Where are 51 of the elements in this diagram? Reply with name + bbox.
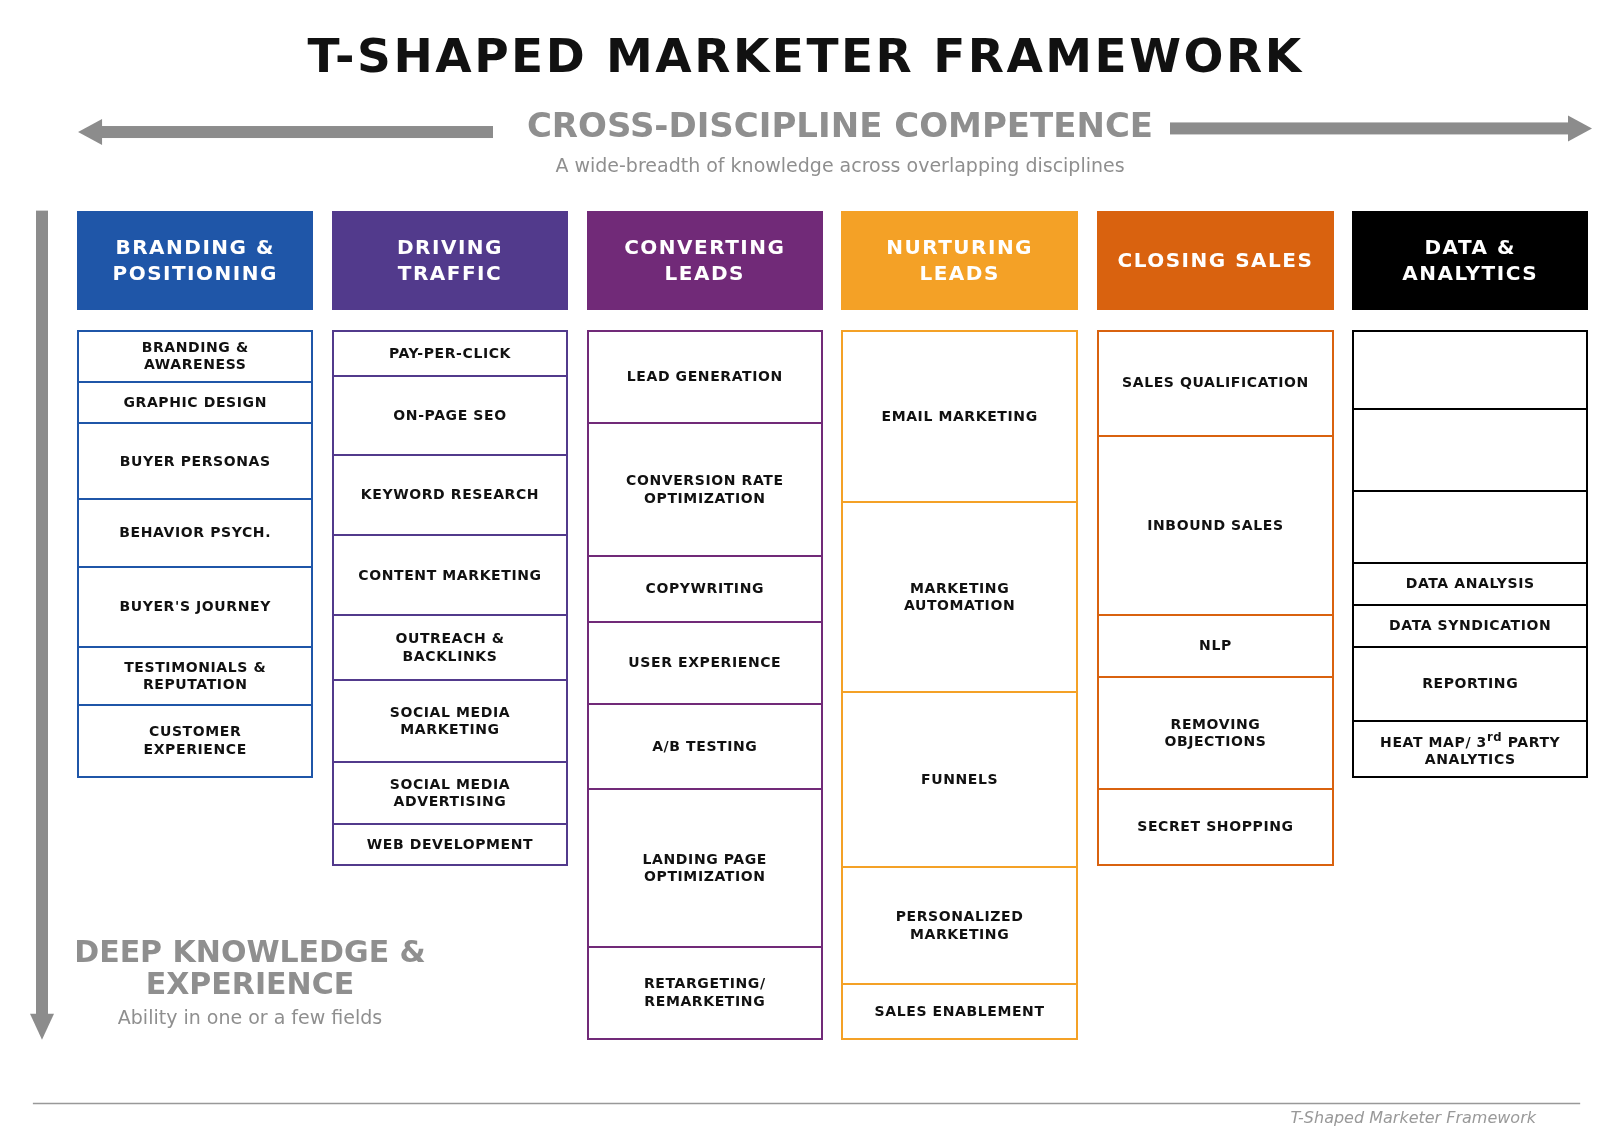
column-header: DATA & ANALYTICS <box>1352 210 1589 311</box>
empty-box <box>1352 329 1589 410</box>
skill-cell: FUNNELS <box>841 691 1078 869</box>
column-header: BRANDING & POSITIONING <box>77 210 314 311</box>
skill-cell: DATA SYNDICATION <box>1352 604 1589 649</box>
skill-cell: PAY-PER-CLICK <box>331 329 569 377</box>
skill-cell: USER EXPERIENCE <box>586 620 823 705</box>
skill-cell: MARKETING AUTOMATION <box>841 501 1078 694</box>
section-heading: DEEP KNOWLEDGE & EXPERIENCE <box>73 936 427 999</box>
skill-cell: KEYWORD RESEARCH <box>331 454 569 537</box>
skill-cell: REPORTING <box>1352 646 1589 723</box>
skill-cell: SECRET SHOPPING <box>1097 788 1334 867</box>
skill-cell: RETARGETING/ REMARKETING <box>586 946 823 1040</box>
skill-cell: REMOVING OBJECTIONS <box>1097 676 1334 790</box>
skill-cell: CONTENT MARKETING <box>331 534 569 617</box>
section-heading: CROSS-DISCIPLINE COMPETENCE <box>525 105 1155 145</box>
skill-cell: ON-PAGE SEO <box>331 375 569 457</box>
skill-cell: OUTREACH & BACKLINKS <box>331 614 569 682</box>
skill-cell: CONVERSION RATE OPTIMIZATION <box>586 422 823 557</box>
empty-box <box>1352 407 1589 493</box>
skill-cell: BUYER PERSONAS <box>77 422 314 501</box>
skill-cell: COPYWRITING <box>586 554 823 623</box>
skill-cell: NLP <box>1097 614 1334 679</box>
column-header: CONVERTING LEADS <box>586 210 823 311</box>
skill-cell: HEAT MAP/ 3$^{rd}$ PARTY ANALYTICS <box>1352 720 1589 778</box>
subtitle: Ability in one or a few fields <box>116 1006 384 1028</box>
skill-cell: PERSONALIZED MARKETING <box>841 866 1078 986</box>
skill-cell: SALES ENABLEMENT <box>841 983 1078 1040</box>
skill-cell: LANDING PAGE OPTIMIZATION <box>586 788 823 949</box>
subtitle: A wide-breadth of knowledge across overlapping disciplines <box>554 154 1126 176</box>
skill-cell: EMAIL MARKETING <box>841 329 1078 504</box>
column-header: NURTURING LEADS <box>841 210 1078 311</box>
column-header: DRIVING TRAFFIC <box>331 210 569 311</box>
skill-cell: GRAPHIC DESIGN <box>77 381 314 425</box>
empty-box <box>1352 490 1589 564</box>
column-header: CLOSING SALES <box>1097 210 1334 311</box>
caption: T-Shaped Marketer Framework <box>1290 1108 1536 1127</box>
skill-cell: A/B TESTING <box>586 702 823 790</box>
title: T-SHAPED MARKETER FRAMEWORK <box>306 28 1305 83</box>
skill-cell: SOCIAL MEDIA ADVERTISING <box>331 761 569 825</box>
skill-cell: WEB DEVELOPMENT <box>331 822 569 867</box>
skill-cell: CUSTOMER EXPERIENCE <box>77 703 314 778</box>
skill-cell: BEHAVIOR PSYCH. <box>77 498 314 569</box>
skill-cell: DATA ANALYSIS <box>1352 562 1589 607</box>
skill-cell: INBOUND SALES <box>1097 434 1334 617</box>
skill-cell: TESTIMONIALS & REPUTATION <box>77 646 314 706</box>
skill-cell: SALES QUALIFICATION <box>1097 329 1334 437</box>
skill-cell: BRANDING & AWARENESS <box>77 329 314 384</box>
skill-cell: LEAD GENERATION <box>586 329 823 425</box>
skill-cell: SOCIAL MEDIA MARKETING <box>331 679 569 764</box>
skill-cell: BUYER'S JOURNEY <box>77 566 314 649</box>
